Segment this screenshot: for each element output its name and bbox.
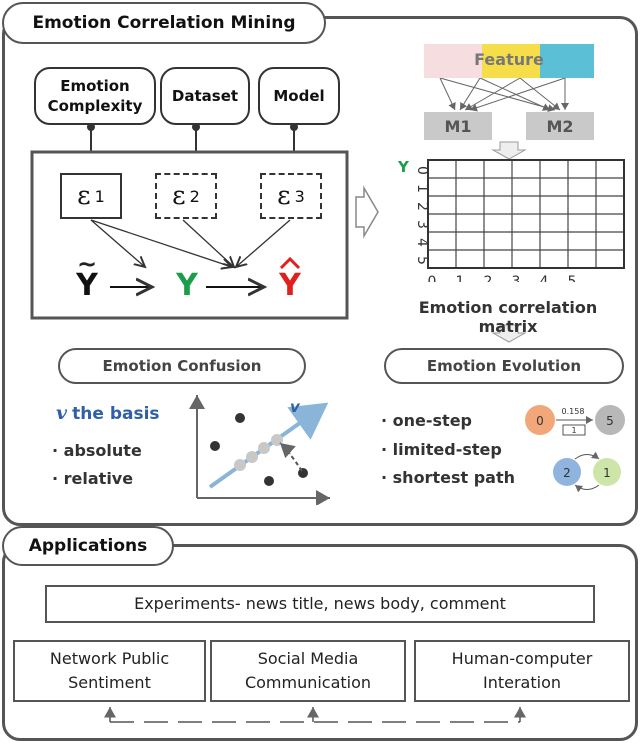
confusion-title: Emotion Confusion bbox=[58, 348, 306, 384]
svg-text:1: 1 bbox=[571, 426, 576, 435]
basis-text: the basis bbox=[72, 404, 160, 424]
confusion-plot: v bbox=[189, 395, 330, 505]
y-tilde: ~ Y bbox=[70, 252, 104, 308]
svg-text:5: 5 bbox=[606, 414, 614, 428]
source-label-2: Dataset bbox=[171, 87, 239, 105]
flow-arrow-down-2 bbox=[491, 324, 527, 343]
data-point-2 bbox=[210, 441, 220, 451]
app-social-media-communication: Social Media Communication bbox=[210, 640, 406, 702]
epsilon-index-2: 2 bbox=[189, 186, 200, 206]
source-model: Model bbox=[258, 67, 340, 125]
app-label-3: Human-computer Interation bbox=[451, 649, 593, 692]
epsilon-index-3: 3 bbox=[294, 186, 305, 206]
proj-point-2 bbox=[246, 451, 258, 463]
mining-title: Emotion Correlation Mining bbox=[2, 2, 326, 44]
confusion-item-absolute: · absolute bbox=[52, 441, 142, 460]
evolution-title: Emotion Evolution bbox=[384, 348, 624, 384]
svg-text:0.158: 0.158 bbox=[562, 407, 585, 416]
model-m2: M2 bbox=[526, 112, 594, 140]
matrix-col-label: 2 bbox=[484, 274, 493, 282]
source-label-3: Model bbox=[273, 87, 325, 105]
y-observed: Y bbox=[170, 268, 204, 308]
y-observed-letter: Y bbox=[176, 268, 198, 303]
proj-point-3 bbox=[258, 442, 270, 454]
hat-mark bbox=[279, 256, 301, 270]
model-m1: M1 bbox=[424, 112, 492, 140]
matrix-row-label: 1 bbox=[414, 184, 430, 193]
feature-label: Feature bbox=[474, 50, 544, 69]
matrix-col-label: 1 bbox=[456, 274, 465, 282]
evolution-item-shortestpath: · shortest path bbox=[381, 468, 515, 487]
matrix-col-label: 3 bbox=[512, 274, 521, 282]
confusion-item-relative: · relative bbox=[52, 469, 134, 488]
node-5 bbox=[595, 405, 625, 435]
correlation-matrix: Y012345012345Y bbox=[397, 158, 625, 282]
matrix-col-label: 5 bbox=[568, 274, 577, 282]
app-network-public-sentiment: Network Public Sentiment bbox=[13, 640, 206, 702]
data-point-4 bbox=[264, 476, 274, 486]
source-emotion-complexity: Emotion Complexity bbox=[34, 67, 156, 125]
matrix-caption: Emotion correlation matrix bbox=[418, 298, 598, 336]
feature-seg-2 bbox=[482, 44, 540, 78]
data-point-1 bbox=[235, 413, 245, 423]
svg-text:2: 2 bbox=[563, 466, 571, 480]
tilde-mark: ~ bbox=[76, 250, 98, 278]
app-label-1: Network Public Sentiment bbox=[49, 649, 170, 692]
feature-seg-3 bbox=[540, 44, 594, 78]
feature-bar: Feature bbox=[424, 44, 594, 78]
y-hat-letter: Y bbox=[279, 268, 301, 303]
epsilon-symbol-2: ε bbox=[172, 181, 186, 211]
matrix-y-axis-label: Y bbox=[397, 158, 410, 176]
projection-dash bbox=[279, 442, 303, 472]
matrix-row-label: 5 bbox=[414, 256, 430, 265]
evolution-item-limitedstep: · limited-step bbox=[381, 440, 502, 459]
epsilon-index-1: 1 bbox=[94, 186, 105, 206]
experiments-box: Experiments- news title, news body, comm… bbox=[45, 585, 595, 623]
y-tilde-letter: Y bbox=[76, 268, 98, 303]
causal-frame bbox=[30, 150, 349, 320]
source-label-1: Emotion Complexity bbox=[47, 77, 143, 115]
matrix-row-label: 0 bbox=[414, 166, 430, 175]
source-dataset: Dataset bbox=[160, 67, 250, 125]
svg-text:0: 0 bbox=[536, 414, 544, 428]
vector-label: v bbox=[290, 398, 301, 416]
epsilon-symbol-1: ε bbox=[77, 181, 91, 211]
basis-line: v the basis bbox=[56, 402, 160, 424]
app-human-computer-interation: Human-computer Interation bbox=[414, 640, 630, 702]
y-hat: Y bbox=[273, 256, 307, 308]
flow-arrow-down-1 bbox=[491, 141, 527, 160]
flow-arrow-right bbox=[355, 185, 379, 239]
source-connectors bbox=[87, 123, 298, 152]
evolution-item-onestep: · one-step bbox=[381, 411, 472, 430]
node-0 bbox=[525, 405, 555, 435]
basis-symbol: v bbox=[56, 402, 68, 424]
applications-title: Applications bbox=[2, 526, 174, 566]
feature-connectors bbox=[439, 77, 569, 112]
node-2 bbox=[553, 458, 581, 486]
matrix-col-label: 4 bbox=[540, 274, 549, 282]
node-1 bbox=[593, 458, 621, 486]
matrix-row-label: 3 bbox=[414, 220, 430, 229]
feature-seg-1 bbox=[424, 44, 482, 78]
epsilon-symbol-3: ε bbox=[277, 181, 291, 211]
svg-text:1: 1 bbox=[603, 466, 611, 480]
matrix-row-label: 2 bbox=[414, 202, 430, 211]
evolution-graph: 0 5 0.158 1 2 1 bbox=[525, 405, 625, 493]
matrix-col-label: 0 bbox=[428, 274, 437, 282]
matrix-row-label: 4 bbox=[414, 238, 430, 247]
epsilon-arrows bbox=[90, 219, 291, 287]
proj-point-1 bbox=[234, 459, 246, 471]
app-label-2: Social Media Communication bbox=[244, 649, 372, 692]
